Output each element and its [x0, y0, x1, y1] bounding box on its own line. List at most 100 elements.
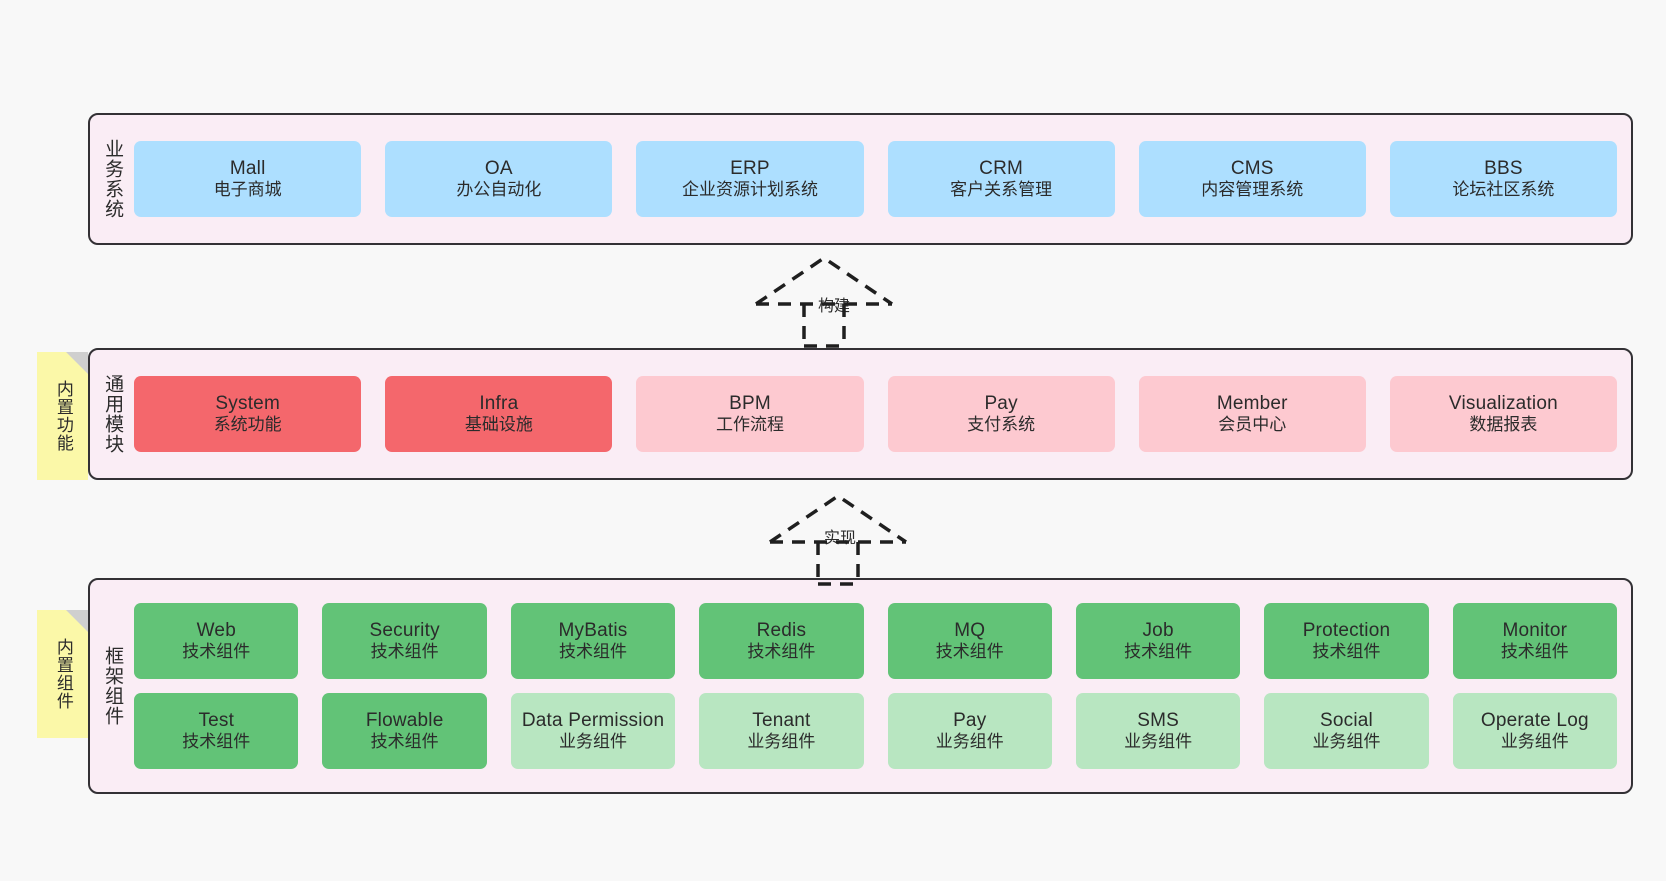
layer-title-business: 业务系统	[102, 139, 124, 219]
node-test-en: Test	[198, 709, 235, 731]
node-system-en: System	[215, 392, 280, 414]
node-pay-component-en: Pay	[953, 709, 987, 731]
node-visualization-en: Visualization	[1448, 392, 1558, 414]
connector-build-arrow	[752, 248, 912, 348]
node-data-permission[interactable]: Data Permission 业务组件	[510, 693, 676, 769]
node-infra[interactable]: Infra 基础设施	[385, 376, 613, 452]
node-oa-en: OA	[484, 157, 513, 179]
layer-title-modules: 通用模块	[102, 374, 124, 454]
node-crm-en: CRM	[979, 157, 1024, 179]
node-operate-log-cn: 业务组件	[1500, 732, 1569, 752]
node-sms-cn: 业务组件	[1124, 732, 1193, 752]
node-social-cn: 业务组件	[1312, 732, 1381, 752]
node-job[interactable]: Job 技术组件	[1075, 603, 1241, 679]
node-flowable[interactable]: Flowable 技术组件	[322, 693, 487, 769]
node-sms[interactable]: SMS 业务组件	[1075, 693, 1241, 769]
node-member-en: Member	[1216, 392, 1288, 414]
node-redis-cn: 技术组件	[747, 642, 816, 662]
realize-arrow-head-triangle	[769, 493, 907, 544]
node-cms[interactable]: CMS 内容管理系统	[1138, 141, 1366, 217]
node-bbs[interactable]: BBS 论坛社区系统	[1389, 141, 1617, 217]
node-social[interactable]: Social 业务组件	[1264, 693, 1429, 769]
node-cms-cn: 内容管理系统	[1201, 180, 1304, 200]
modules-boxes-area: System 系统功能 Infra 基础设施 BPM 工作流程 Pay 支付系统…	[128, 376, 1631, 452]
sticky-note-builtin-components: 内置组件	[37, 610, 88, 738]
node-bbs-cn: 论坛社区系统	[1452, 180, 1555, 200]
node-operate-log[interactable]: Operate Log 业务组件	[1452, 693, 1617, 769]
node-mall-cn: 电子商城	[213, 180, 282, 200]
node-pay-module-en: Pay	[984, 392, 1018, 414]
node-web[interactable]: Web 技术组件	[134, 603, 299, 679]
node-pay-component-cn: 业务组件	[935, 732, 1004, 752]
node-tenant-cn: 业务组件	[747, 732, 816, 752]
node-mq-cn: 技术组件	[935, 642, 1004, 662]
node-oa[interactable]: OA 办公自动化	[385, 141, 613, 217]
sticky-note-modules-text: 内置功能	[53, 380, 73, 452]
node-security-cn: 技术组件	[370, 642, 439, 662]
node-job-en: Job	[1142, 619, 1174, 641]
node-test-cn: 技术组件	[182, 732, 251, 752]
node-monitor[interactable]: Monitor 技术组件	[1452, 603, 1617, 679]
node-data-permission-cn: 业务组件	[559, 732, 628, 752]
node-protection-cn: 技术组件	[1312, 642, 1381, 662]
node-mybatis[interactable]: MyBatis 技术组件	[510, 603, 676, 679]
node-mall[interactable]: Mall 电子商城	[134, 141, 362, 217]
node-data-permission-en: Data Permission	[521, 709, 665, 731]
layer-title-framework: 框架组件	[102, 646, 124, 726]
node-crm-cn: 客户关系管理	[950, 180, 1053, 200]
realize-arrow-svg	[769, 493, 907, 586]
sticky-fold-corner-icon	[66, 352, 88, 374]
business-row-1: Mall 电子商城 OA 办公自动化 ERP 企业资源计划系统 CRM 客户关系…	[134, 141, 1617, 217]
node-test[interactable]: Test 技术组件	[134, 693, 299, 769]
business-boxes-area: Mall 电子商城 OA 办公自动化 ERP 企业资源计划系统 CRM 客户关系…	[128, 141, 1631, 217]
node-tenant[interactable]: Tenant 业务组件	[699, 693, 864, 769]
node-monitor-en: Monitor	[1502, 619, 1568, 641]
node-flowable-en: Flowable	[365, 709, 444, 731]
node-mq[interactable]: MQ 技术组件	[887, 603, 1052, 679]
node-oa-cn: 办公自动化	[456, 180, 542, 200]
node-web-en: Web	[196, 619, 236, 641]
node-erp-cn: 企业资源计划系统	[681, 180, 818, 200]
node-member-cn: 会员中心	[1218, 415, 1287, 435]
node-pay-component[interactable]: Pay 业务组件	[887, 693, 1052, 769]
node-crm[interactable]: CRM 客户关系管理	[887, 141, 1115, 217]
node-job-cn: 技术组件	[1124, 642, 1193, 662]
realize-arrow-stem	[816, 542, 860, 586]
node-erp[interactable]: ERP 企业资源计划系统	[636, 141, 864, 217]
node-bbs-en: BBS	[1484, 157, 1523, 179]
node-mall-en: Mall	[229, 157, 266, 179]
node-pay-module[interactable]: Pay 支付系统	[887, 376, 1115, 452]
node-mq-en: MQ	[954, 619, 986, 641]
node-cms-en: CMS	[1230, 157, 1274, 179]
node-mybatis-en: MyBatis	[558, 619, 628, 641]
node-web-cn: 技术组件	[182, 642, 251, 662]
node-protection[interactable]: Protection 技术组件	[1264, 603, 1429, 679]
framework-row-1: Web 技术组件 Security 技术组件 MyBatis 技术组件 Redi…	[134, 603, 1617, 679]
node-bpm-cn: 工作流程	[715, 415, 784, 435]
node-security[interactable]: Security 技术组件	[322, 603, 487, 679]
node-security-en: Security	[369, 619, 440, 641]
node-system[interactable]: System 系统功能	[134, 376, 362, 452]
node-monitor-cn: 技术组件	[1500, 642, 1569, 662]
node-flowable-cn: 技术组件	[370, 732, 439, 752]
build-arrow-stem	[802, 304, 846, 348]
node-erp-en: ERP	[730, 157, 770, 179]
node-member[interactable]: Member 会员中心	[1138, 376, 1366, 452]
layer-panel-business: 业务系统 Mall 电子商城 OA 办公自动化 ERP 企业资源计划系统 CRM…	[88, 113, 1633, 245]
build-arrow-head-triangle	[755, 255, 893, 306]
node-infra-en: Infra	[479, 392, 519, 414]
layer-panel-modules: 通用模块 System 系统功能 Infra 基础设施 BPM 工作流程 Pay…	[88, 348, 1633, 480]
node-redis[interactable]: Redis 技术组件	[699, 603, 864, 679]
node-protection-en: Protection	[1302, 619, 1391, 641]
build-arrow-svg	[755, 255, 893, 348]
node-redis-en: Redis	[756, 619, 807, 641]
node-mybatis-cn: 技术组件	[559, 642, 628, 662]
node-infra-cn: 基础设施	[464, 415, 533, 435]
node-social-en: Social	[1319, 709, 1373, 731]
node-visualization-cn: 数据报表	[1469, 415, 1538, 435]
sticky-note-builtin-features: 内置功能	[37, 352, 88, 480]
node-visualization[interactable]: Visualization 数据报表	[1389, 376, 1617, 452]
node-bpm[interactable]: BPM 工作流程	[636, 376, 864, 452]
sticky-note-framework-text: 内置组件	[53, 638, 73, 710]
